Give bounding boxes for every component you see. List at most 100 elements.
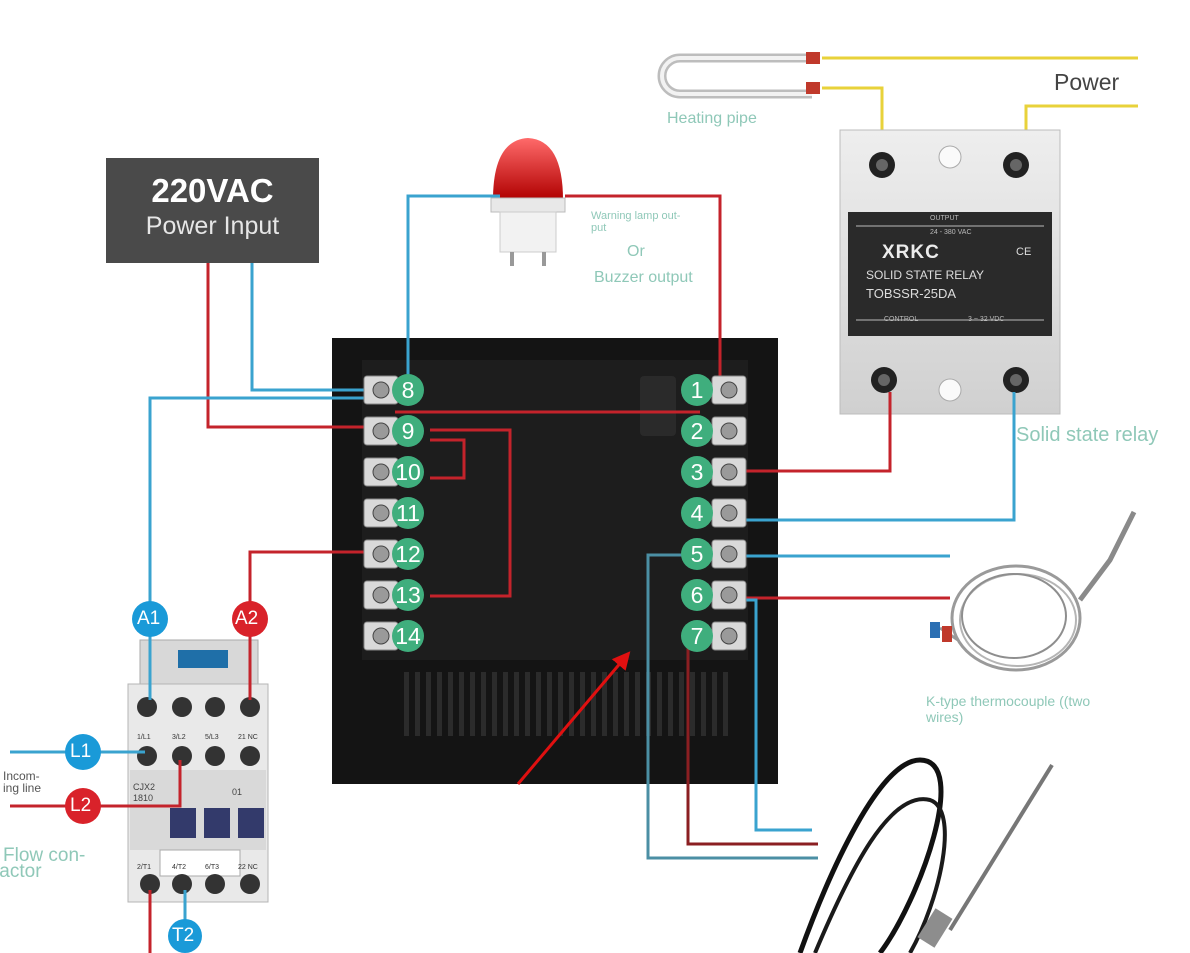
terminal-screw-head bbox=[372, 545, 390, 563]
pointer-arrow bbox=[516, 651, 631, 785]
terminal-number: 1 bbox=[691, 377, 704, 403]
vent-slot bbox=[426, 672, 431, 736]
terminal-number: 11 bbox=[396, 500, 420, 526]
terminal-badge-6 bbox=[681, 579, 713, 611]
flow-contactor-label-1: Flow con- bbox=[3, 845, 86, 866]
terminal-screw-head bbox=[372, 422, 390, 440]
ssr-output-text: OUTPUT bbox=[930, 215, 959, 222]
contactor-model-2: 1810 bbox=[133, 793, 154, 803]
contactor-bottom-terminal-label: 4/T2 bbox=[172, 864, 187, 871]
contactor-bottom-terminal-label: 6/T3 bbox=[205, 864, 220, 871]
buzzer-output-label: Buzzer output bbox=[594, 269, 693, 286]
terminal-number: 13 bbox=[395, 582, 421, 608]
vent-slot bbox=[569, 672, 574, 736]
terminal-number: 2 bbox=[691, 418, 704, 444]
vent-slot bbox=[437, 672, 442, 736]
vent-slot bbox=[613, 672, 618, 736]
terminal-badge-8 bbox=[392, 374, 424, 406]
heating-pipe-label: Heating pipe bbox=[667, 110, 757, 127]
contactor-t2: T2 bbox=[172, 925, 195, 946]
terminal-number: 7 bbox=[691, 623, 704, 649]
contactor bbox=[127, 639, 269, 903]
ssr-brand: XRKC bbox=[882, 242, 940, 263]
warning-lamp-label-2: put bbox=[591, 222, 607, 234]
contactor-l2: L2 bbox=[70, 795, 92, 816]
ssr-ce-mark: CE bbox=[1016, 246, 1032, 258]
ssr-ac-range: 24 - 380 VAC bbox=[930, 229, 972, 236]
terminal-screw-head bbox=[372, 627, 390, 645]
vent-slot bbox=[536, 672, 541, 736]
terminal-number: 9 bbox=[402, 418, 415, 444]
vent-slot bbox=[690, 672, 695, 736]
vent-slot bbox=[602, 672, 607, 736]
vent-slot bbox=[448, 672, 453, 736]
terminal-screw-head bbox=[720, 627, 738, 645]
terminal-number: 8 bbox=[402, 377, 415, 403]
contactor-top-terminal-label: 3/L2 bbox=[172, 734, 186, 741]
terminal-badge-11 bbox=[392, 497, 424, 529]
temperature-probe bbox=[797, 757, 1054, 953]
contactor-top-terminal-label: 5/L3 bbox=[205, 734, 219, 741]
ssr-caption: Solid state relay bbox=[1016, 424, 1159, 446]
vent-slot bbox=[481, 672, 486, 736]
terminal-number: 12 bbox=[395, 541, 421, 567]
k-type-thermocouple bbox=[930, 510, 1137, 672]
contactor-model: CJX2 bbox=[133, 782, 156, 792]
badge-l1 bbox=[65, 734, 101, 770]
terminal-number: 6 bbox=[691, 582, 704, 608]
vent-slot bbox=[701, 672, 706, 736]
power-input-label: Power Input bbox=[145, 212, 280, 240]
vent-slot bbox=[580, 672, 585, 736]
vent-slot bbox=[723, 672, 728, 736]
controller-wiring bbox=[148, 194, 1016, 860]
warning-lamp bbox=[490, 138, 566, 266]
terminal-badge-2 bbox=[681, 415, 713, 447]
vent-slot bbox=[624, 672, 629, 736]
terminal-screw-head bbox=[720, 422, 738, 440]
terminal-number: 4 bbox=[691, 500, 704, 526]
terminal-badge-3 bbox=[681, 456, 713, 488]
ssr-dc-range: 3 ~ 32 VDC bbox=[968, 316, 1005, 323]
contactor-l1: L1 bbox=[70, 741, 92, 762]
ssr-control-text: CONTROL bbox=[884, 316, 919, 323]
contactor-wiring bbox=[10, 630, 252, 953]
vent-slot bbox=[558, 672, 563, 736]
warning-lamp-label-1: Warning lamp out- bbox=[591, 210, 681, 222]
badge-l2 bbox=[65, 788, 101, 824]
badge-a1 bbox=[132, 601, 168, 637]
contactor-top-terminal-label: 1/L1 bbox=[137, 734, 151, 741]
thermocouple-label-1: K-type thermocouple ((two bbox=[926, 693, 1091, 709]
flow-contactor-label-2: tactor bbox=[0, 861, 42, 882]
terminal-number: 5 bbox=[691, 541, 704, 567]
terminal-badge-9 bbox=[392, 415, 424, 447]
vent-slot bbox=[591, 672, 596, 736]
contactor-bottom-terminal-label: 22 NC bbox=[238, 864, 258, 871]
vent-slot bbox=[668, 672, 673, 736]
terminal-badge-4 bbox=[681, 497, 713, 529]
terminal-number: 3 bbox=[691, 459, 704, 485]
ssr-model: TOBSSR-25DA bbox=[866, 286, 957, 301]
terminal-badge-7 bbox=[681, 620, 713, 652]
terminal-screw-head bbox=[372, 463, 390, 481]
terminal-screw-head bbox=[720, 463, 738, 481]
vent-slot bbox=[503, 672, 508, 736]
terminal-block-right: 1 2 3 4 5 6 7 bbox=[681, 374, 747, 652]
vent-slot bbox=[415, 672, 420, 736]
contactor-bottom-terminal-label: 2/T1 bbox=[137, 864, 152, 871]
terminal-screw-head bbox=[720, 381, 738, 399]
power-label: Power bbox=[1054, 69, 1120, 95]
badge-t2 bbox=[168, 919, 202, 953]
solid-state-relay bbox=[839, 129, 1061, 415]
vent-slot bbox=[657, 672, 662, 736]
terminal-badge-13 bbox=[392, 579, 424, 611]
terminal-screw-head bbox=[720, 545, 738, 563]
contactor-a1: A1 bbox=[137, 608, 161, 629]
contactor-a2: A2 bbox=[235, 608, 259, 629]
terminal-screw-head bbox=[372, 586, 390, 604]
vent-slot bbox=[547, 672, 552, 736]
terminal-number: 10 bbox=[395, 459, 421, 485]
terminal-screw-head bbox=[720, 586, 738, 604]
vent-slot bbox=[470, 672, 475, 736]
incoming-line-label-1: Incom- bbox=[3, 769, 40, 783]
